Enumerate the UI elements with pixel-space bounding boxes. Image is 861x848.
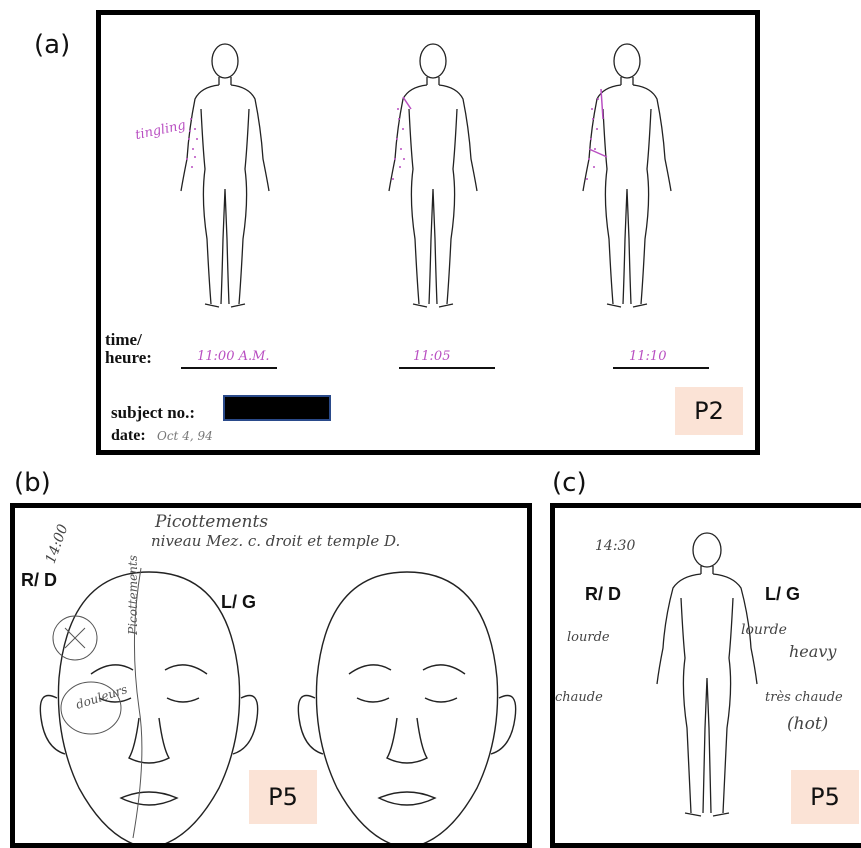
time-label-line1: time/ <box>105 331 152 349</box>
panel-a-frame: tingling time/ heure: 11:00 A.M. 11:05 1… <box>96 10 760 455</box>
panel-c-right-note4: (hot) <box>787 714 828 734</box>
body-figure-2 <box>373 39 493 319</box>
panel-c-time: 14:30 <box>595 538 635 554</box>
date-value: Oct 4, 94 <box>157 429 213 443</box>
time-line-1 <box>181 367 277 369</box>
badge-p5-b: P5 <box>249 770 317 824</box>
panel-b-side-right: R/ D <box>21 570 57 591</box>
time-line-2 <box>399 367 495 369</box>
face-right <box>287 558 527 848</box>
panel-b-note-line2: niveau Mez. c. droit et temple D. <box>151 532 400 550</box>
time-line-3 <box>613 367 709 369</box>
panel-b-side-left: L/ G <box>221 592 256 613</box>
panel-b-frame: 14:00 Picottements niveau Mez. c. droit … <box>10 503 532 848</box>
badge-p2: P2 <box>675 387 743 435</box>
panel-c-frame: 14:30 R/ D L/ G lourde chaude lourde hea… <box>550 503 861 848</box>
panel-c-right-note1: lourde <box>741 622 787 638</box>
panel-c-side-left: L/ G <box>765 584 800 605</box>
badge-p5-c: P5 <box>791 770 859 824</box>
body-figure-3 <box>567 39 687 319</box>
panel-c-right-note3: très chaude <box>765 690 843 705</box>
time-label-line2: heure: <box>105 349 152 367</box>
body-figure-c <box>637 528 777 828</box>
panel-a-label: (a) <box>34 30 70 60</box>
panel-b-note-line1: Picottements <box>155 512 268 532</box>
time-value-2: 11:05 <box>413 349 450 364</box>
panel-b-label: (b) <box>14 468 51 498</box>
time-value-3: 11:10 <box>629 349 666 364</box>
panel-c-side-right: R/ D <box>585 584 621 605</box>
panel-c-left-note1: lourde <box>567 630 610 645</box>
subject-label: subject no.: <box>111 403 195 423</box>
date-label: date: <box>111 427 146 445</box>
subject-redacted-box <box>223 395 331 421</box>
panel-c-right-note2: heavy <box>789 642 836 661</box>
panel-b-vertical-note: Picottements <box>126 555 140 635</box>
panel-c-label: (c) <box>552 468 587 498</box>
body-figure-1 <box>165 39 285 319</box>
time-value-1: 11:00 A.M. <box>197 349 270 364</box>
panel-c-left-note2: chaude <box>555 690 603 705</box>
time-label: time/ heure: <box>105 331 152 367</box>
